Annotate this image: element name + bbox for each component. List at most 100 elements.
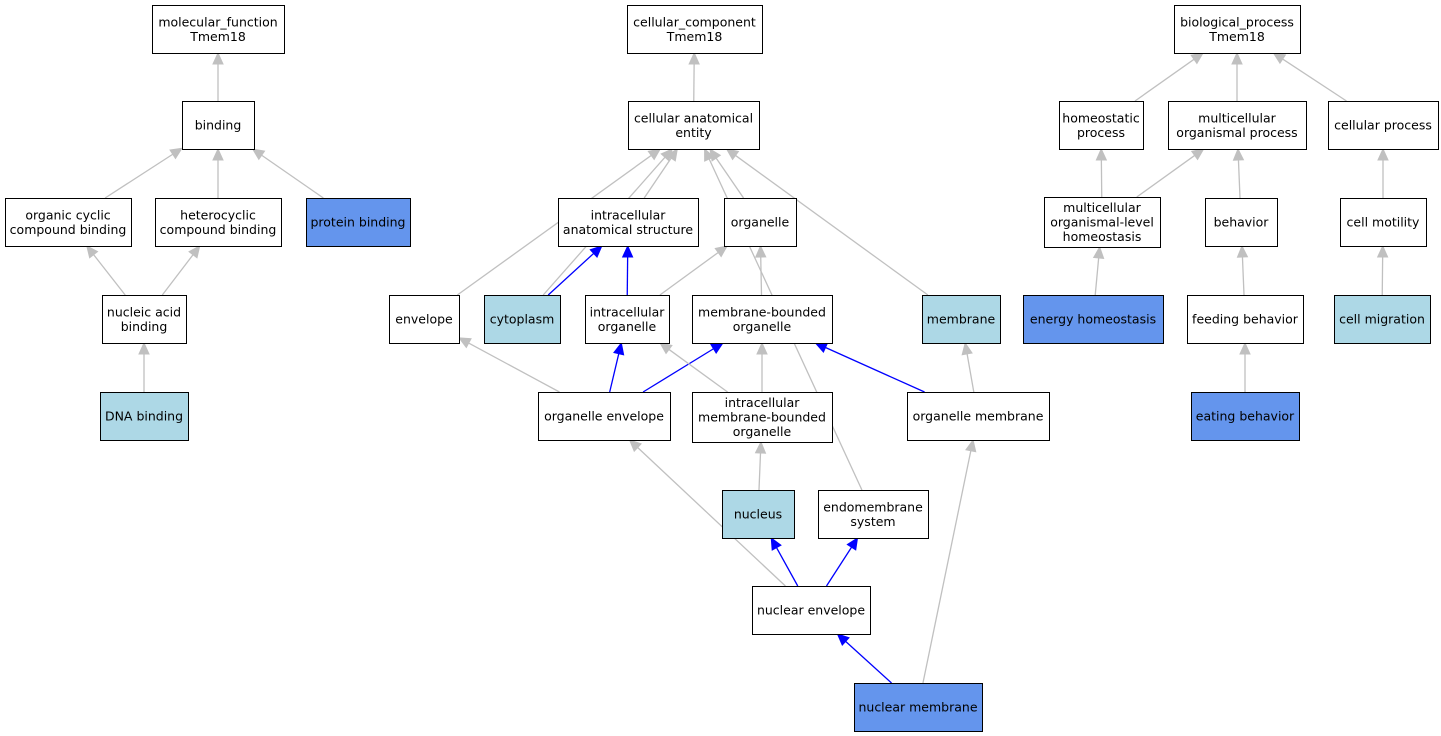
node-label-line: cellular anatomical bbox=[634, 110, 753, 125]
edge-arrowhead bbox=[1190, 148, 1205, 161]
node-label-line: Tmem18 bbox=[666, 29, 723, 44]
node-label-line: Tmem18 bbox=[189, 29, 246, 44]
node-label-line: organelle envelope bbox=[544, 409, 664, 424]
edge-arrowhead bbox=[1239, 341, 1251, 355]
edge-arrowhead bbox=[704, 147, 715, 162]
node-label-line: membrane-bounded bbox=[698, 304, 826, 319]
edge-arrowhead bbox=[1190, 52, 1204, 65]
node-box bbox=[155, 198, 282, 247]
edge-arrowhead bbox=[188, 245, 201, 259]
node-box bbox=[627, 5, 763, 54]
node-label-line: organismal process bbox=[1176, 125, 1297, 140]
node-label-line: eating behavior bbox=[1196, 409, 1295, 424]
edge-line bbox=[609, 353, 620, 393]
edge-arrowhead bbox=[138, 341, 150, 355]
edge-line bbox=[261, 154, 324, 199]
edge-arrowhead bbox=[756, 341, 768, 355]
node-org: organelle bbox=[724, 198, 797, 247]
node-label-line: membrane bbox=[927, 312, 996, 327]
node-label-line: cellular_component bbox=[633, 14, 756, 29]
node-box bbox=[1187, 295, 1304, 344]
node-nuc: nucleus bbox=[722, 490, 795, 539]
edge-arrowhead bbox=[714, 245, 729, 258]
node-label-line: entity bbox=[675, 125, 712, 140]
node-box bbox=[722, 490, 795, 539]
node-box bbox=[692, 295, 833, 344]
edge-arrowhead bbox=[846, 536, 859, 551]
edge-line bbox=[643, 157, 672, 199]
edge-nm-to-om bbox=[922, 438, 977, 684]
node-eb: eating behavior bbox=[1191, 392, 1300, 441]
node-dna: DNA binding bbox=[100, 392, 189, 441]
node-box bbox=[1174, 5, 1301, 54]
node-box bbox=[1205, 198, 1278, 247]
node-label-line: binding bbox=[121, 319, 168, 334]
node-label-line: cell motility bbox=[1347, 215, 1421, 230]
node-box bbox=[306, 198, 411, 247]
node-label-line: organelle bbox=[598, 319, 657, 334]
edge-eh-to-molh bbox=[1092, 245, 1105, 296]
edge-mem-to-cae bbox=[725, 148, 929, 296]
node-label-line: biological_process bbox=[1180, 14, 1294, 29]
node-env: envelope bbox=[389, 295, 460, 344]
edge-line bbox=[758, 452, 762, 491]
edge-arrowhead bbox=[725, 148, 740, 161]
node-box bbox=[854, 683, 983, 732]
node-label-line: binding bbox=[195, 118, 242, 133]
edge-arrowhead bbox=[457, 337, 472, 349]
edge-line bbox=[1282, 58, 1347, 102]
node-label-line: organelle bbox=[731, 215, 790, 230]
node-label-line: molecular_function bbox=[158, 14, 277, 29]
edge-arrowhead bbox=[1377, 147, 1389, 161]
node-label-line: organic cyclic bbox=[25, 207, 110, 222]
edge-arrowhead bbox=[666, 147, 678, 162]
edge-arrowhead bbox=[212, 51, 224, 65]
node-label-line: organelle bbox=[733, 319, 792, 334]
node-box bbox=[1168, 101, 1307, 150]
node-box bbox=[558, 198, 699, 247]
edge-arrowhead bbox=[212, 147, 224, 161]
node-box bbox=[182, 101, 255, 150]
node-label-line: cytoplasm bbox=[490, 312, 555, 327]
edge-arrowhead bbox=[814, 342, 829, 353]
edge-line bbox=[1094, 257, 1100, 296]
node-box bbox=[1059, 101, 1144, 150]
edge-line bbox=[1241, 256, 1245, 296]
node-box bbox=[484, 295, 561, 344]
edge-arrowhead bbox=[613, 341, 625, 356]
node-box bbox=[922, 295, 1001, 344]
node-box bbox=[818, 490, 929, 539]
node-label-line: system bbox=[850, 514, 895, 529]
edge-cae-to-cc bbox=[688, 51, 700, 102]
node-label-line: membrane-bounded bbox=[698, 410, 826, 425]
edge-cm-to-cp bbox=[1377, 147, 1389, 198]
node-box bbox=[1328, 101, 1439, 150]
edge-ne-to-oe bbox=[628, 439, 786, 587]
node-box bbox=[1044, 197, 1161, 248]
node-fb: feeding behavior bbox=[1187, 295, 1304, 344]
node-box bbox=[1340, 198, 1427, 247]
edge-io-to-ias bbox=[621, 244, 634, 296]
node-box bbox=[538, 392, 671, 441]
node-ne: nuclear envelope bbox=[752, 586, 871, 635]
node-label-line: heterocyclic bbox=[180, 207, 256, 222]
edge-arrowhead bbox=[647, 148, 662, 161]
node-box bbox=[752, 586, 871, 635]
edge-arrowhead bbox=[770, 536, 782, 551]
node-box bbox=[628, 101, 760, 150]
node-label-line: anatomical structure bbox=[563, 222, 693, 237]
node-box bbox=[5, 198, 132, 247]
edge-line bbox=[642, 348, 714, 393]
node-beh: behavior bbox=[1205, 198, 1278, 247]
edge-line bbox=[456, 154, 652, 296]
node-label-line: nucleus bbox=[734, 507, 782, 522]
edge-imbo-to-io bbox=[659, 342, 728, 393]
edge-oe-to-io bbox=[609, 341, 625, 393]
node-label-line: feeding behavior bbox=[1192, 312, 1299, 327]
node-binding: binding bbox=[182, 101, 255, 150]
edge-arrowhead bbox=[1272, 52, 1287, 65]
